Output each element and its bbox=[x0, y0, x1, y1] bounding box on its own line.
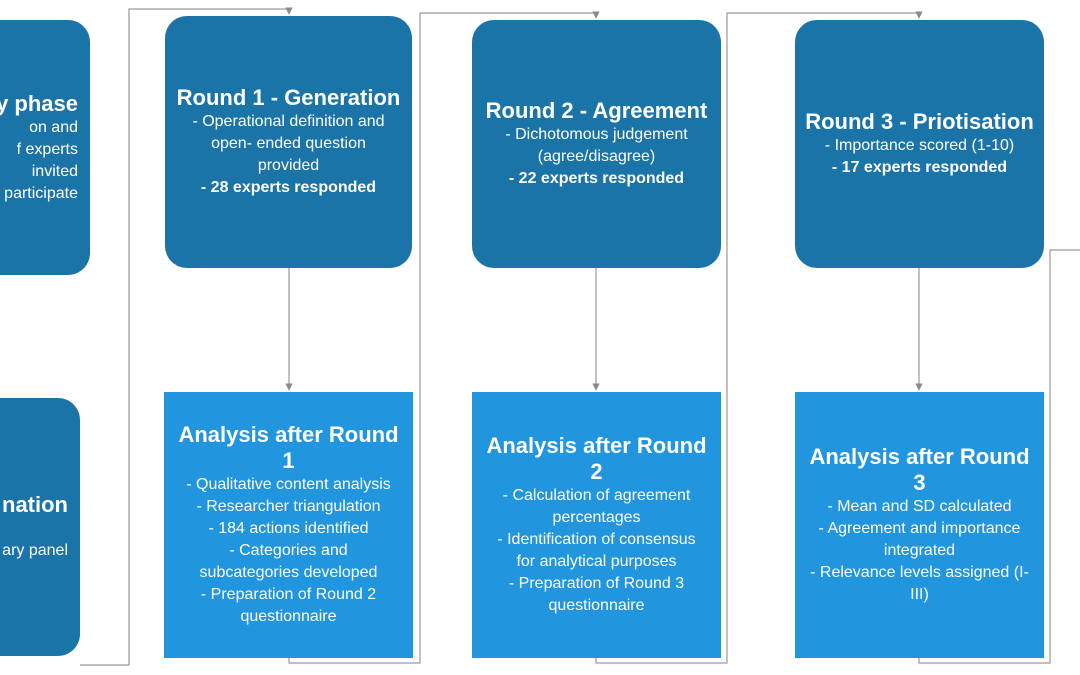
analysis-3-line: III) bbox=[910, 586, 929, 603]
analysis-2-line: questionnaire bbox=[548, 597, 645, 614]
analysis-1-line: - Preparation of Round 2 bbox=[200, 586, 377, 603]
left-nomination-box: nation ary panel bbox=[0, 398, 80, 656]
analysis-3-line: - Agreement and importance bbox=[818, 520, 1021, 537]
analysis-2-title-number: 2 bbox=[590, 459, 603, 484]
round-2-title: Round 2 - Agreement bbox=[485, 98, 708, 123]
analysis-1-line: - Qualitative content analysis bbox=[186, 476, 391, 493]
analysis-2-line: for analytical purposes bbox=[516, 553, 677, 570]
analysis-1-line: - Categories and bbox=[229, 542, 348, 559]
connector-analysis1-to-round2 bbox=[288, 11, 600, 664]
left-nomination-line: ary panel bbox=[2, 542, 68, 559]
left-phase-line: invited bbox=[31, 162, 78, 180]
analysis-1-line: questionnaire bbox=[240, 608, 337, 625]
analysis-1-box: Analysis after Round 1 - Qualitative con… bbox=[164, 392, 413, 658]
connector-left-to-round1 bbox=[80, 7, 293, 666]
left-phase-box: y phase on and f experts invited partici… bbox=[0, 20, 90, 275]
left-phase-line: f experts bbox=[16, 140, 78, 158]
round-1-line: open- ended question bbox=[211, 135, 366, 152]
left-phase-line: participate bbox=[4, 184, 78, 202]
analysis-2-line: - Calculation of agreement bbox=[502, 487, 691, 504]
left-phase-line: on and bbox=[29, 118, 78, 136]
analysis-3-title-number: 3 bbox=[913, 470, 926, 495]
round-1-responded: - 28 experts responded bbox=[200, 179, 377, 196]
round-3-line: - Importance scored (1-10) bbox=[824, 137, 1015, 154]
round-1-title: Round 1 - Generation bbox=[176, 85, 401, 110]
analysis-3-title: Analysis after Round bbox=[809, 444, 1030, 469]
analysis-2-box: Analysis after Round 2 - Calculation of … bbox=[472, 392, 721, 658]
round-2-line: (agree/disagree) bbox=[537, 148, 656, 165]
round-1-box: Round 1 - Generation - Operational defin… bbox=[165, 16, 412, 268]
left-phase-title: y phase bbox=[0, 90, 78, 116]
connector-analysis3-out bbox=[918, 249, 1080, 664]
analysis-1-line: - 184 actions identified bbox=[208, 520, 369, 537]
analysis-3-box: Analysis after Round 3 - Mean and SD cal… bbox=[795, 392, 1044, 658]
analysis-1-line: - Researcher triangulation bbox=[196, 498, 381, 515]
round-1-line: provided bbox=[257, 157, 320, 174]
analysis-3-line: integrated bbox=[883, 542, 956, 559]
analysis-2-line: percentages bbox=[552, 509, 641, 526]
round-2-box: Round 2 - Agreement - Dichotomous judgem… bbox=[472, 20, 721, 268]
left-nomination-title: nation bbox=[2, 492, 68, 517]
analysis-2-title: Analysis after Round bbox=[486, 433, 707, 458]
connector-analysis2-to-round3 bbox=[595, 11, 923, 664]
analysis-1-line: subcategories developed bbox=[199, 564, 378, 581]
analysis-3-line: - Mean and SD calculated bbox=[827, 498, 1012, 515]
round-2-line: - Dichotomous judgement bbox=[505, 126, 688, 143]
analysis-2-line: - Preparation of Round 3 bbox=[508, 575, 685, 592]
round-3-box: Round 3 - Priotisation - Importance scor… bbox=[795, 20, 1044, 268]
round-3-responded: - 17 experts responded bbox=[831, 159, 1008, 176]
analysis-3-line: - Relevance levels assigned (I- bbox=[810, 564, 1029, 581]
round-1-line: - Operational definition and bbox=[192, 113, 385, 130]
analysis-1-title: Analysis after Round bbox=[178, 422, 399, 447]
round-2-responded: - 22 experts responded bbox=[508, 170, 685, 187]
analysis-2-line: - Identification of consensus bbox=[497, 531, 696, 548]
analysis-1-title-number: 1 bbox=[282, 448, 295, 473]
round-3-title: Round 3 - Priotisation bbox=[805, 109, 1034, 134]
